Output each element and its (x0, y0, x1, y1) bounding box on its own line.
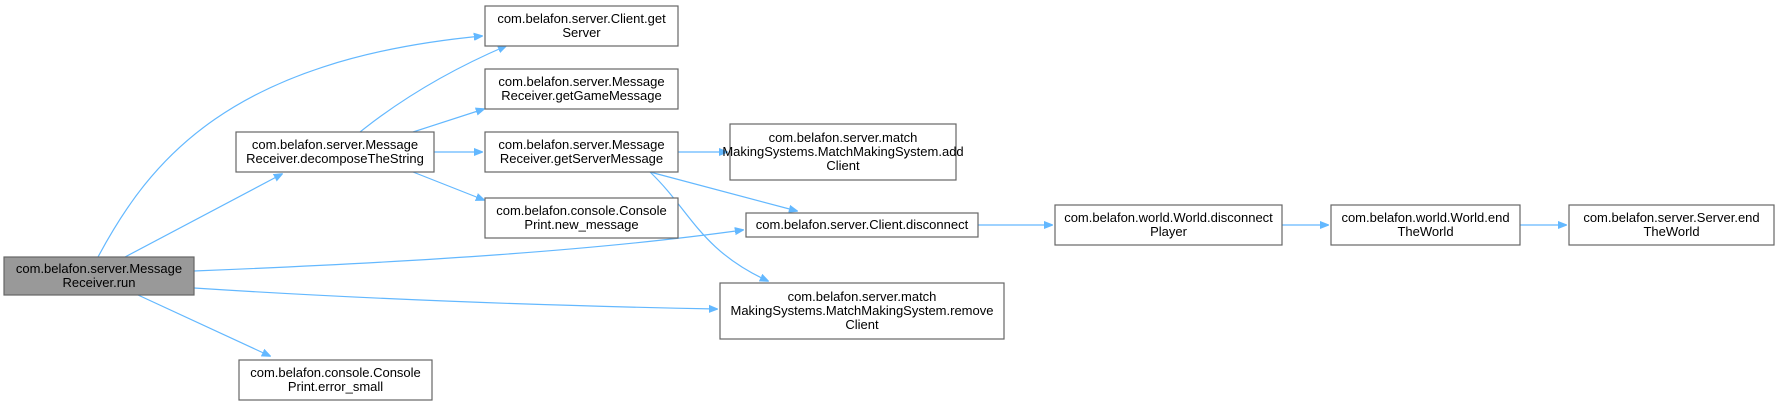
node-getServerMessage[interactable]: com.belafon.server.MessageReceiver.getSe… (484, 131, 679, 173)
node-label-line: MakingSystems.MatchMakingSystem.remove (731, 303, 994, 318)
node-label-line: Client (845, 317, 879, 332)
node-box (3, 256, 195, 296)
node-label-line: com.belafon.console.Console (496, 203, 667, 218)
node-label-line: TheWorld (1643, 224, 1699, 239)
node-box (238, 359, 433, 401)
node-label-line: Client (826, 158, 860, 173)
node-label-line: com.belafon.server.match (788, 289, 937, 304)
node-box (1330, 204, 1521, 246)
node-box (719, 282, 1005, 340)
node-getServer[interactable]: com.belafon.server.Client.getServer (484, 5, 679, 47)
node-label-line: Server (562, 25, 601, 40)
node-label-line: com.belafon.world.World.disconnect (1064, 210, 1273, 225)
node-box (745, 212, 979, 238)
edge-decompose-to-newMessage (412, 171, 484, 200)
node-label-line: com.belafon.server.Message (498, 137, 664, 152)
node-label-line: Receiver.getGameMessage (501, 88, 661, 103)
node-box (484, 197, 679, 239)
node-errorSmall[interactable]: com.belafon.console.ConsolePrint.error_s… (238, 359, 433, 401)
node-label-line: com.belafon.server.Client.get (497, 11, 666, 26)
node-removeClient[interactable]: com.belafon.server.matchMakingSystems.Ma… (719, 282, 1005, 340)
node-label-line: com.belafon.server.Server.end (1583, 210, 1759, 225)
edge-run-to-removeClient (193, 287, 717, 309)
node-label-line: Print.error_small (288, 379, 383, 394)
node-label-line: com.belafon.server.Message (16, 261, 182, 276)
edge-getServerMessage-to-disconnect (649, 171, 797, 211)
node-box (484, 131, 679, 173)
node-box (1568, 204, 1775, 246)
node-box (484, 68, 679, 110)
edges-layer (97, 36, 1566, 356)
edge-decompose-to-getGameMessage (412, 109, 484, 133)
node-label-line: Player (1150, 224, 1188, 239)
node-box (1054, 204, 1283, 246)
edge-run-to-errorSmall (137, 294, 270, 356)
node-label-line: com.belafon.console.Console (250, 365, 421, 380)
edge-run-to-decompose (124, 174, 282, 258)
edge-getServerMessage-to-removeClient (649, 171, 768, 281)
node-label-line: MakingSystems.MatchMakingSystem.add (722, 144, 963, 159)
node-decompose[interactable]: com.belafon.server.MessageReceiver.decom… (235, 131, 435, 173)
node-box (729, 123, 957, 181)
node-newMessage[interactable]: com.belafon.console.ConsolePrint.new_mes… (484, 197, 679, 239)
node-box (235, 131, 435, 173)
node-label-line: com.belafon.server.Message (252, 137, 418, 152)
node-label-line: Receiver.getServerMessage (500, 151, 663, 166)
node-label-line: com.belafon.server.Client.disconnect (756, 217, 969, 232)
nodes-layer: com.belafon.server.MessageReceiver.runco… (3, 5, 1775, 401)
node-label-line: com.belafon.server.match (769, 130, 918, 145)
edge-run-to-disconnect (193, 230, 743, 272)
node-label-line: TheWorld (1397, 224, 1453, 239)
node-label-line: Receiver.decomposeTheString (246, 151, 424, 166)
node-label-line: Print.new_message (524, 217, 638, 232)
node-label-line: com.belafon.server.Message (498, 74, 664, 89)
node-label-line: Receiver.run (63, 275, 136, 290)
node-label-line: com.belafon.world.World.end (1341, 210, 1509, 225)
edge-run-to-getServer (97, 36, 482, 258)
node-box (484, 5, 679, 47)
node-disconnect[interactable]: com.belafon.server.Client.disconnect (745, 212, 979, 238)
node-getGameMessage[interactable]: com.belafon.server.MessageReceiver.getGa… (484, 68, 679, 110)
node-addClient[interactable]: com.belafon.server.matchMakingSystems.Ma… (722, 123, 964, 181)
edge-decompose-to-getServer (359, 46, 506, 133)
